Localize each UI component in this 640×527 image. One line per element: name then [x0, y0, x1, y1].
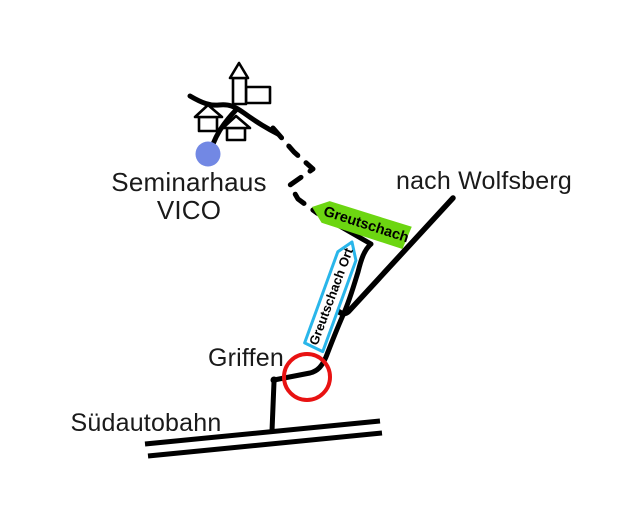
- junction-circle: [282, 352, 332, 402]
- griffen-label: Griffen: [208, 344, 284, 372]
- autobahn-line-bottom: [147, 430, 383, 459]
- mountain-road-dashed: [270, 125, 320, 216]
- griffen-autobahn-link-road: [269, 379, 277, 434]
- village-road: [187, 93, 281, 137]
- greutschach-sign-arrow: [312, 201, 412, 250]
- vico-title-line2: VICO: [156, 195, 222, 225]
- autobahn-label: Südautobahn: [70, 409, 222, 437]
- greutschach-ort-sign-arrow: [303, 240, 358, 354]
- wolfsberg-label: nach Wolfsberg: [395, 167, 573, 195]
- house-icon: [193, 103, 224, 133]
- griffen-dot: [270, 376, 278, 384]
- vico-title-line1: Seminarhaus: [111, 167, 267, 197]
- village-road-fork: [210, 107, 239, 147]
- church-icon: [228, 61, 272, 106]
- house-icon: [221, 114, 252, 142]
- vico-marker-dot: [195, 141, 221, 167]
- autobahn-line-top: [144, 418, 381, 447]
- vico-title: Seminarhaus VICO: [79, 168, 299, 224]
